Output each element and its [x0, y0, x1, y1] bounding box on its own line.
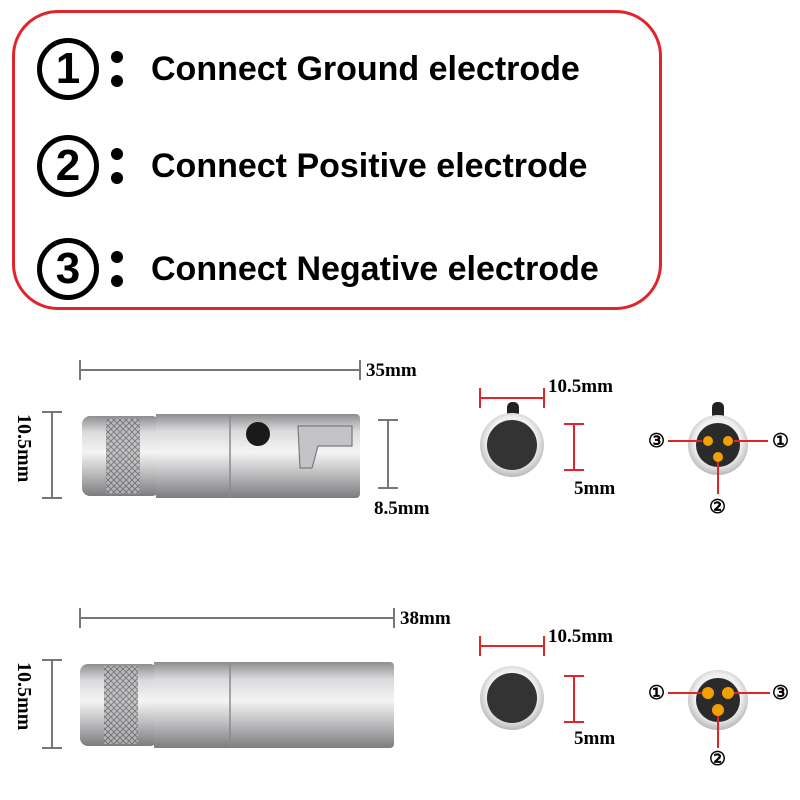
legend-text: Connect Ground electrode — [151, 49, 580, 88]
number-circle: 2 — [37, 135, 99, 197]
female-tail-diameter-label: 8.5mm — [374, 498, 430, 519]
male-pin-right-label: ③ — [772, 683, 790, 704]
legend-item-negative: 3 Connect Negative electrode — [37, 231, 599, 307]
male-face-width-label: 10.5mm — [548, 626, 613, 647]
colon-mark — [111, 47, 125, 91]
colon-mark — [111, 247, 125, 291]
number-circle: 1 — [37, 38, 99, 100]
male-face-dimensions — [479, 636, 584, 723]
female-pin-left-label: ③ — [648, 431, 666, 452]
legend-item-positive: 2 Connect Positive electrode — [37, 128, 587, 204]
female-face-front — [480, 402, 544, 477]
legend-text: Connect Positive electrode — [151, 146, 588, 185]
female-connector-side-view — [82, 414, 360, 498]
male-pinout — [668, 670, 770, 748]
number-circle: 3 — [37, 238, 99, 300]
female-pin-right-label: ① — [772, 431, 790, 452]
female-length-label: 35mm — [366, 360, 417, 381]
female-dimension-lines — [42, 360, 398, 499]
female-face-dimensions — [479, 388, 584, 471]
male-pin-bottom-label: ② — [709, 749, 727, 770]
colon-mark — [111, 144, 125, 188]
male-connector-side-view — [80, 662, 394, 748]
male-face-front — [480, 666, 544, 730]
legend-item-ground: 1 Connect Ground electrode — [37, 31, 580, 107]
male-length-label: 38mm — [400, 608, 451, 629]
female-face-height-label: 5mm — [574, 478, 616, 499]
female-face-width-label: 10.5mm — [548, 376, 613, 397]
male-face-height-label: 5mm — [574, 728, 616, 749]
male-dimension-lines — [42, 608, 395, 749]
male-diameter-label: 10.5mm — [13, 662, 35, 731]
legend-box: 1 Connect Ground electrode 2 Connect Pos… — [12, 10, 662, 310]
female-pinout — [668, 402, 768, 494]
legend-text: Connect Negative electrode — [151, 249, 599, 288]
male-pin-left-label: ① — [648, 683, 666, 704]
female-diameter-label: 10.5mm — [13, 414, 35, 483]
female-pin-bottom-label: ② — [709, 497, 727, 518]
